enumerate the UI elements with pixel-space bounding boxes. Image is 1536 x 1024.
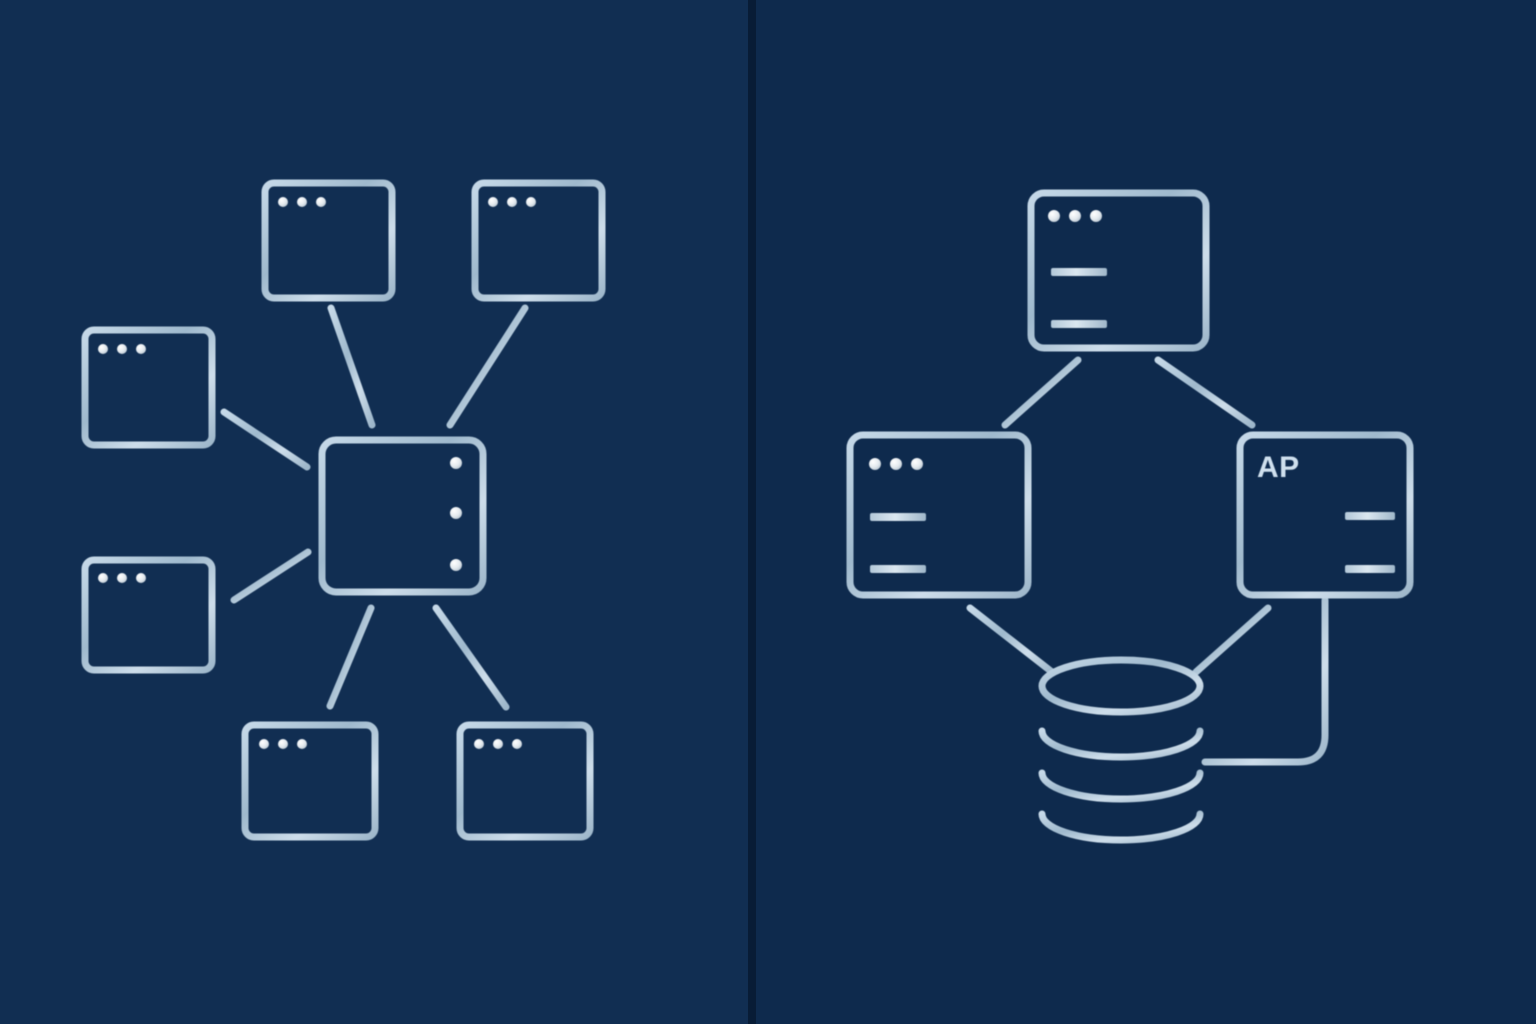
node-content-bar-2 — [1345, 565, 1395, 573]
window-dot-3 — [297, 739, 307, 749]
window-dot-1 — [98, 573, 108, 583]
window-dot-3 — [136, 344, 146, 354]
panel-divider — [748, 0, 756, 1024]
left-panel-links — [220, 304, 529, 711]
link-ap-to-database — [1192, 604, 1272, 676]
window-dot-2 — [117, 344, 127, 354]
left-server-node[interactable] — [846, 431, 1032, 599]
link-left-to-database — [966, 604, 1056, 676]
link-bottom-right-to-center — [432, 604, 510, 711]
link-top-left-to-center — [327, 304, 376, 429]
link-top-to-left — [1001, 356, 1082, 429]
window-dot-1 — [259, 739, 269, 749]
window-dot-2 — [117, 573, 127, 583]
top-server-node[interactable] — [1027, 189, 1210, 352]
window-dot-3 — [316, 197, 326, 207]
database-node[interactable] — [1038, 656, 1204, 844]
central-server-body — [318, 436, 487, 596]
node-dot-2 — [1069, 210, 1081, 222]
window-dot-1 — [474, 739, 484, 749]
ap-node-label: AP — [1257, 451, 1300, 484]
window-dot-3 — [526, 197, 536, 207]
node-frame — [1236, 431, 1414, 599]
window-frame — [81, 326, 216, 449]
window-frame — [471, 179, 606, 302]
node-content-bar-2 — [870, 565, 926, 573]
link-top-right-to-center — [446, 304, 529, 429]
link-low-left-to-center — [230, 548, 312, 604]
client-window-low-left[interactable] — [81, 556, 216, 674]
window-frame — [456, 721, 594, 841]
left-panel-background — [0, 0, 750, 1024]
link-mid-left-to-center — [220, 408, 311, 471]
link-ap-curve-to-database — [1201, 596, 1329, 766]
central-server-led-2 — [450, 507, 462, 519]
node-content-bar-1 — [1345, 512, 1395, 520]
node-dot-1 — [1048, 210, 1060, 222]
node-dot-2 — [890, 458, 902, 470]
window-frame — [261, 179, 396, 302]
central-server-led-1 — [450, 457, 462, 469]
node-dot-3 — [1090, 210, 1102, 222]
right-panel-links — [966, 356, 1329, 766]
client-window-top-left[interactable] — [261, 179, 396, 302]
window-dot-2 — [278, 739, 288, 749]
central-server-led-3 — [450, 559, 462, 571]
node-content-bar-1 — [870, 513, 926, 521]
right-panel-background — [755, 0, 1536, 1024]
window-dot-3 — [512, 739, 522, 749]
client-window-mid-left[interactable] — [81, 326, 216, 449]
window-frame — [81, 556, 216, 674]
window-dot-2 — [507, 197, 517, 207]
client-window-bottom-right[interactable] — [456, 721, 594, 841]
central-server[interactable] — [318, 436, 487, 596]
window-dot-1 — [278, 197, 288, 207]
window-dot-1 — [98, 344, 108, 354]
database-bottom-arc — [1038, 810, 1204, 844]
node-frame — [1027, 189, 1210, 352]
window-dot-2 — [493, 739, 503, 749]
window-dot-1 — [488, 197, 498, 207]
window-frame — [241, 721, 379, 841]
database-band-2 — [1038, 769, 1204, 803]
link-top-to-ap — [1154, 356, 1256, 429]
node-dot-3 — [911, 458, 923, 470]
client-window-top-right[interactable] — [471, 179, 606, 302]
window-dot-2 — [297, 197, 307, 207]
window-dot-3 — [136, 573, 146, 583]
link-bottom-left-to-center — [326, 604, 375, 710]
client-window-bottom-left[interactable] — [241, 721, 379, 841]
left-panel-group — [81, 179, 606, 841]
node-content-bar-2 — [1051, 320, 1107, 328]
node-frame — [846, 431, 1032, 599]
ap-node[interactable]: AP — [1236, 431, 1414, 599]
node-dot-1 — [869, 458, 881, 470]
node-content-bar-1 — [1051, 268, 1107, 276]
right-panel-group: AP — [846, 189, 1414, 844]
database-band-1 — [1038, 727, 1204, 761]
